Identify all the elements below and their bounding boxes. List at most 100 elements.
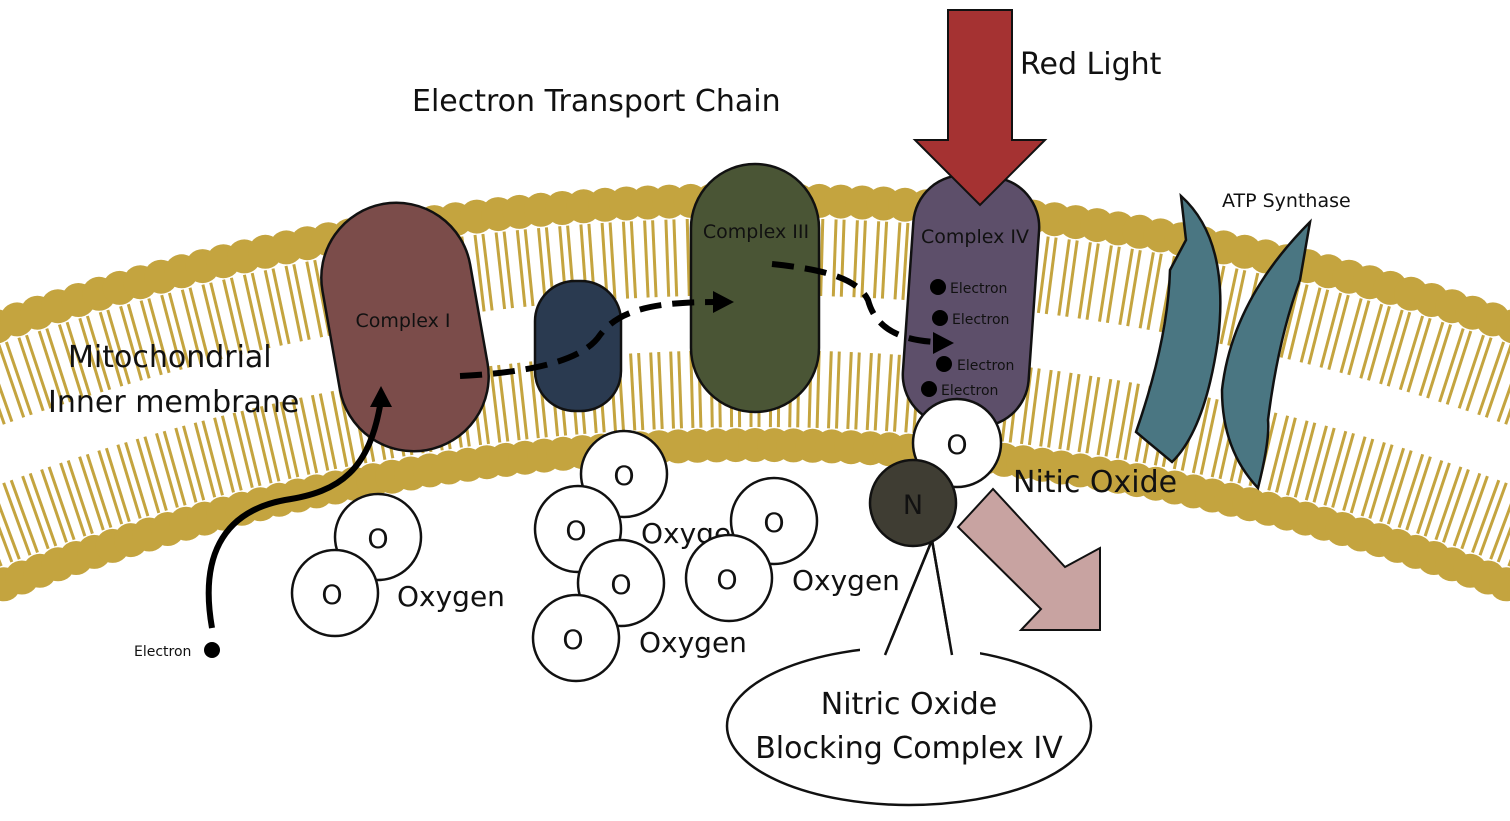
complex-iii-label: Complex III: [703, 221, 809, 243]
complex-iv-electron-label: Electron: [952, 312, 1009, 328]
lipid-tail: [85, 453, 113, 529]
complex-i-label: Complex I: [356, 310, 451, 332]
lipid-tail: [1319, 292, 1343, 368]
complex-iv-electron-dot: [936, 356, 952, 372]
lipid-tail: [509, 363, 521, 441]
lipid-tail: [1286, 420, 1309, 496]
lipid-tail: [1349, 438, 1375, 514]
lipid-tail: [608, 222, 617, 300]
lipid-tail: [1066, 373, 1081, 451]
electron-dashed-arrow: [459, 299, 716, 379]
lipid-tail: [835, 351, 841, 429]
lipid-tail: [1307, 289, 1330, 365]
lipid-tail: [621, 221, 630, 299]
oxygen-label: Oxygen: [792, 564, 900, 597]
lipid-tail: [229, 277, 251, 354]
lipid-tail: [188, 287, 211, 363]
callout-line-1: Nitric Oxide: [821, 687, 997, 722]
lipid-tail: [116, 444, 142, 519]
lipid-tail: [143, 436, 168, 512]
lipid-tail: [1359, 303, 1384, 379]
complex-iii: Complex III: [689, 162, 821, 414]
lipid-tail: [1327, 294, 1350, 370]
lipid-tail: [291, 398, 311, 475]
complex-iv-electron-label: Electron: [957, 358, 1014, 374]
lipid-tail: [222, 279, 243, 355]
lipid-tail: [119, 305, 143, 381]
lipid-tail: [873, 353, 881, 431]
lipid-tail: [865, 353, 873, 431]
atp-synthase: ATP Synthase: [1134, 190, 1351, 491]
lipid-tail: [201, 284, 223, 360]
lipid-tail: [537, 227, 547, 305]
lipid-tail: [1312, 427, 1336, 503]
lipid-tail: [174, 427, 198, 503]
lipid-tail: [1465, 337, 1493, 412]
oxygen-molecule: O O Oxygen: [290, 492, 505, 638]
lipid-tail: [1489, 503, 1510, 560]
red-light-label: Red Light: [1020, 47, 1162, 82]
lipid-tail: [1191, 397, 1211, 474]
lipid-tail: [250, 272, 271, 349]
lipid-tail: [529, 361, 540, 439]
atom-label: O: [613, 461, 634, 492]
lipid-tail: [1416, 460, 1444, 535]
lipid-tail: [1460, 475, 1489, 550]
lipid-tail: [1471, 479, 1501, 554]
red-light-arrow: Red Light: [912, 9, 1162, 207]
lipid-tail: [4, 341, 33, 416]
lipid-tail: [515, 230, 527, 307]
atom-label: O: [716, 565, 737, 596]
lipid-tail: [1096, 378, 1113, 456]
lipid-tail: [213, 417, 235, 493]
lipid-tail: [1331, 432, 1355, 508]
lipid-tail: [643, 220, 650, 298]
lipid-tail: [685, 218, 691, 297]
lipid-tail: [473, 234, 486, 312]
lipid-tail: [1077, 375, 1093, 453]
lipid-tail: [28, 472, 58, 547]
atom-label: O: [367, 524, 388, 555]
complex-iv-electron-label: Electron: [950, 281, 1007, 297]
lipid-tail: [1347, 300, 1371, 376]
lipid-tail: [0, 383, 14, 423]
lipid-tail: [1434, 466, 1463, 541]
lipid-tail: [271, 403, 292, 480]
lipid-tail: [1339, 298, 1363, 374]
oxygen-atom: [531, 593, 621, 683]
complex-iv-electron-dot: [930, 279, 946, 295]
complex-iv-electron-dot: [932, 310, 948, 326]
atp-synthase-label: ATP Synthase: [1222, 190, 1351, 212]
lipid-tail: [284, 265, 303, 342]
membrane-label-line-2: Inner membrane: [48, 385, 299, 420]
complex-i-body: [320, 201, 490, 453]
lipid-tail: [1027, 368, 1041, 446]
lipid-tail: [305, 261, 324, 338]
lipid-tail: [0, 407, 6, 425]
atp-synthase-subunit: [1134, 192, 1222, 464]
lipid-tail: [1219, 268, 1239, 345]
free-electron-label: Electron: [134, 644, 191, 660]
oxygen-label: Oxygen: [397, 580, 505, 613]
lipid-tail: [0, 344, 26, 418]
lipid-tail: [1146, 253, 1163, 330]
complex-iv-label: Complex IV: [921, 226, 1029, 248]
lipid-tail: [1360, 441, 1386, 517]
lipid-tail: [827, 351, 833, 429]
lipid-tail: [1105, 246, 1121, 324]
lipid-tail: [1368, 444, 1394, 519]
lipid-tail: [106, 309, 131, 385]
lipid-tail: [97, 450, 124, 525]
lipid-tail: [65, 321, 92, 397]
lipid-tail: [1418, 321, 1445, 397]
lipid-head: [1507, 581, 1510, 601]
lipid-tail: [147, 298, 171, 374]
lipid-tail: [1397, 453, 1425, 529]
lipid-tail: [629, 353, 637, 431]
lipid-tail: [78, 456, 105, 531]
lipid-tail: [893, 354, 901, 432]
lipid-tail: [1126, 249, 1142, 327]
lipid-tail: [220, 415, 243, 491]
lipid-tail: [1115, 382, 1133, 459]
